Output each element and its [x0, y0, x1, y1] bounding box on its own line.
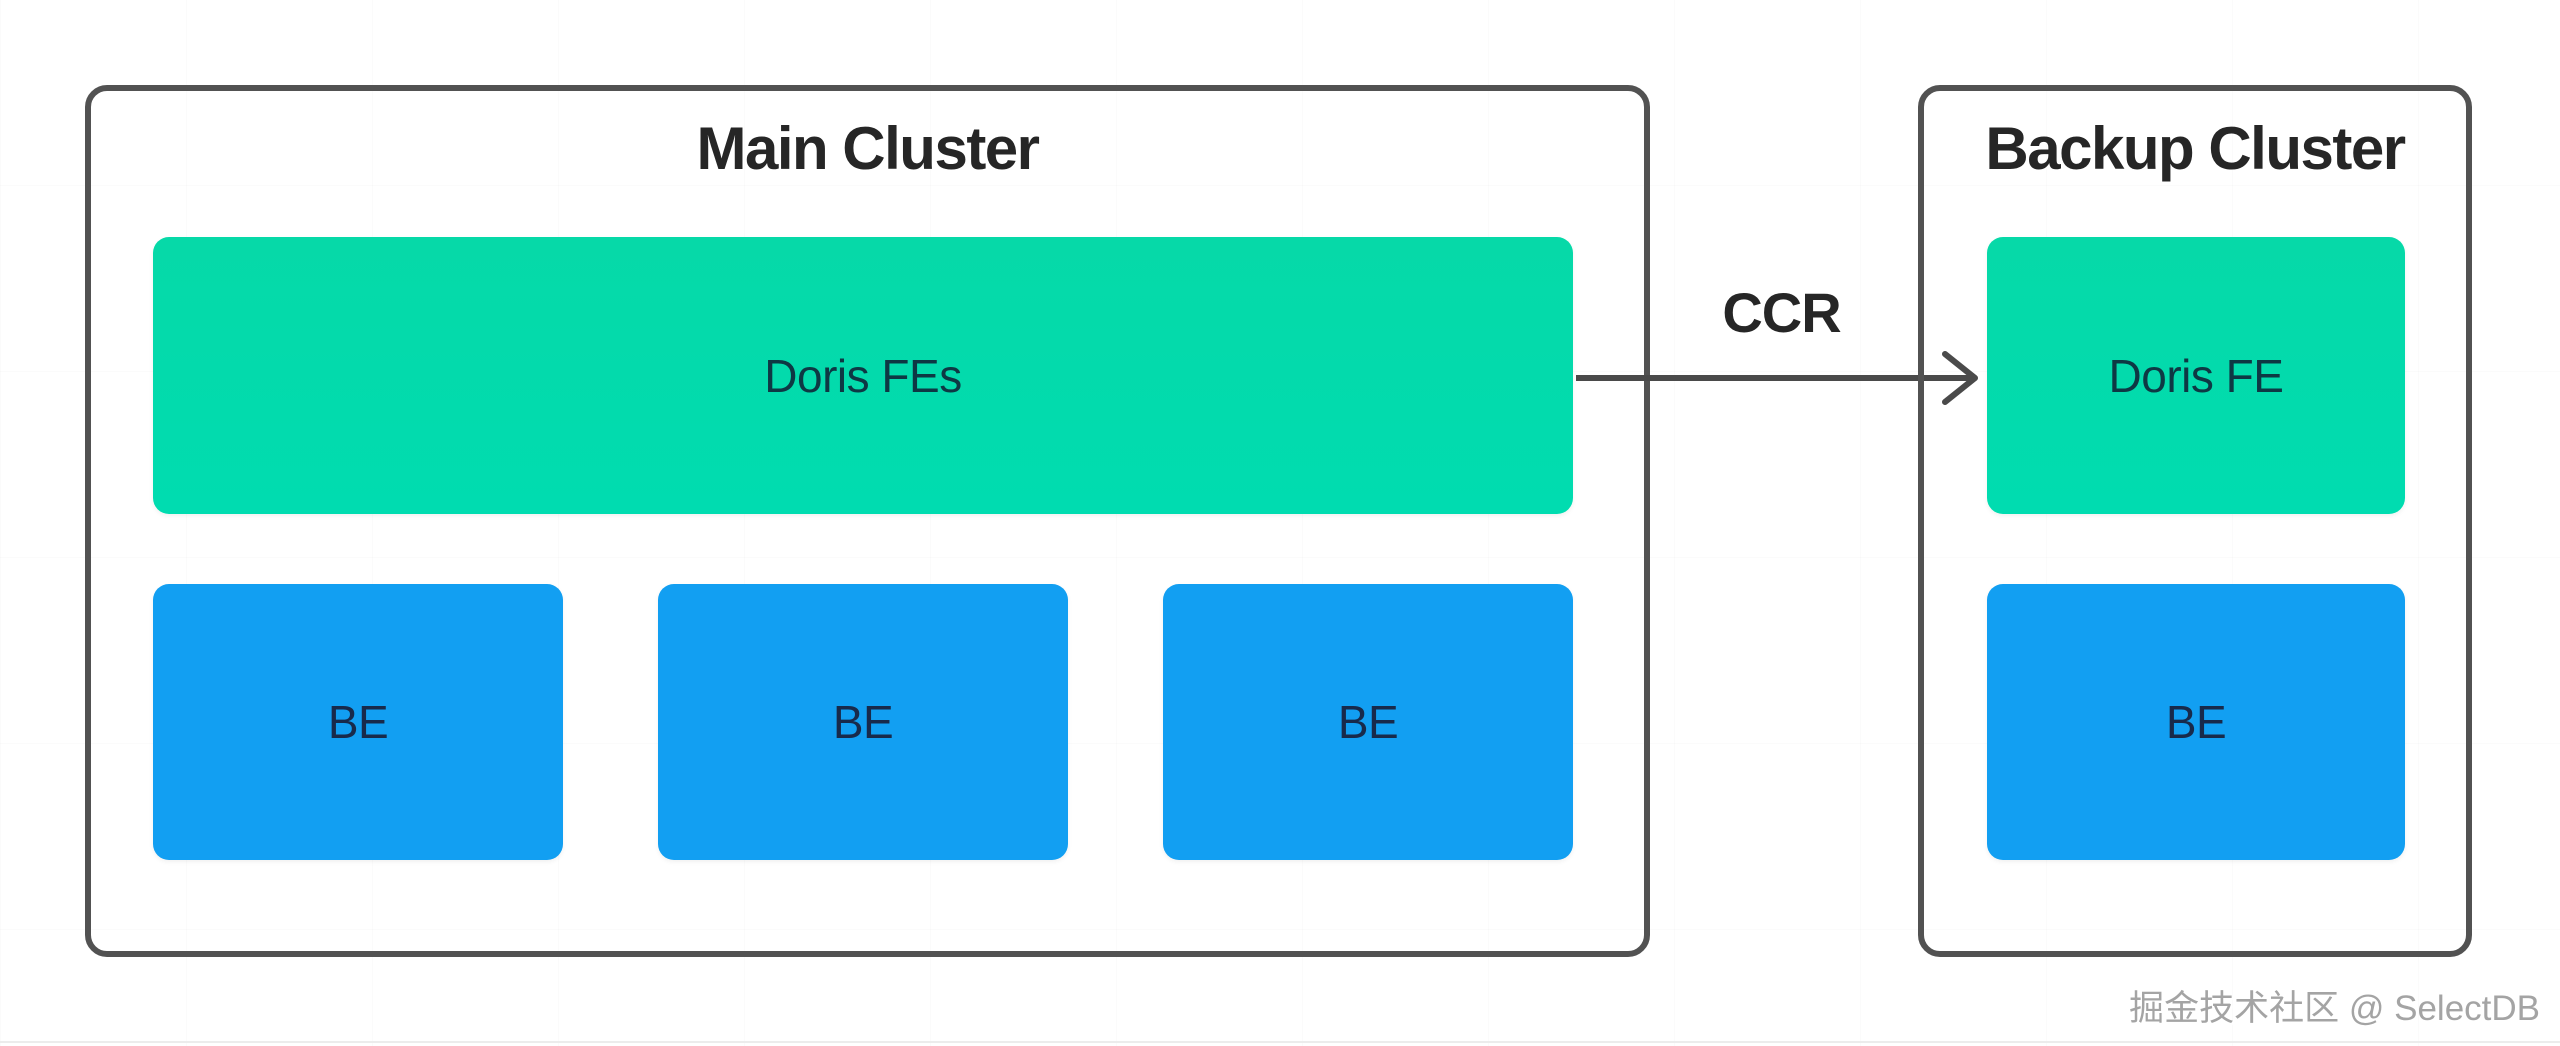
- main-be-label-1: BE: [327, 696, 389, 748]
- main-be-node-3: BE: [1163, 584, 1573, 860]
- backup-cluster-box: Backup Cluster Doris FE BE: [1918, 85, 2472, 957]
- watermark-text: 掘金技术社区 @ SelectDB: [2129, 989, 2540, 1028]
- main-be-label-3: BE: [1337, 696, 1399, 748]
- backup-doris-fe-node: Doris FE: [1987, 237, 2405, 514]
- ccr-arrow-right-icon: [1576, 351, 1978, 405]
- ccr-arrow-label: CCR: [1722, 281, 1841, 344]
- main-cluster-box: Main Cluster Doris FEs BE BE BE: [85, 85, 1650, 957]
- main-doris-fes-node: Doris FEs: [153, 237, 1573, 514]
- main-be-node-1: BE: [153, 584, 563, 860]
- main-doris-fes-label: Doris FEs: [764, 349, 962, 402]
- backup-doris-fe-label: Doris FE: [2108, 349, 2284, 402]
- main-be-label-2: BE: [832, 696, 894, 748]
- backup-be-label: BE: [2165, 696, 2227, 748]
- main-cluster-title: Main Cluster: [696, 115, 1040, 182]
- main-be-node-2: BE: [658, 584, 1068, 860]
- backup-be-node: BE: [1987, 584, 2405, 860]
- backup-cluster-title: Backup Cluster: [1985, 115, 2406, 182]
- bottom-divider-line: [0, 1041, 2560, 1043]
